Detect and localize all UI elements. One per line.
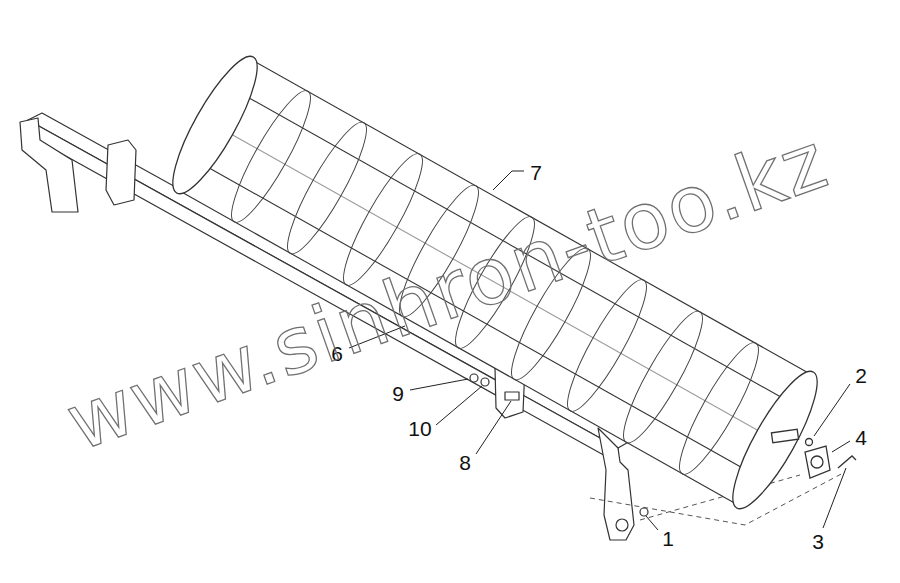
- roller-ring: [556, 272, 658, 418]
- leader-line: [436, 386, 482, 425]
- bolt: [505, 392, 519, 400]
- bolt: [806, 439, 813, 446]
- bolt: [640, 508, 648, 516]
- pin: [838, 456, 856, 468]
- bracket-plate: [106, 140, 136, 205]
- bracket-hole: [616, 519, 628, 531]
- roller-end-disk: [719, 362, 830, 518]
- callout-number: 4: [855, 427, 867, 448]
- washer: [481, 378, 489, 386]
- leader-line: [814, 384, 850, 436]
- callout-number: 3: [812, 531, 824, 552]
- left-bracket: [20, 118, 78, 212]
- right-bracket: [598, 428, 634, 540]
- bearing: [811, 456, 823, 468]
- leader-line: [476, 401, 511, 454]
- leader-line: [410, 379, 468, 390]
- bearing-housing: [805, 446, 830, 478]
- roller-end-disk: [159, 47, 270, 203]
- callout-number: 8: [459, 452, 471, 473]
- shaft: [771, 429, 798, 443]
- callout-number: 2: [855, 365, 867, 386]
- leader-line: [832, 441, 850, 452]
- callout-number: 1: [662, 528, 674, 549]
- leader-line: [646, 516, 658, 530]
- leader-line: [493, 171, 524, 190]
- callout-number: 7: [530, 162, 542, 183]
- roller-ring: [276, 115, 378, 261]
- roller-ring: [612, 304, 714, 450]
- callout-number: 9: [392, 383, 404, 404]
- nut: [470, 374, 478, 382]
- leader-line: [823, 468, 846, 528]
- callout-number: 10: [408, 418, 431, 439]
